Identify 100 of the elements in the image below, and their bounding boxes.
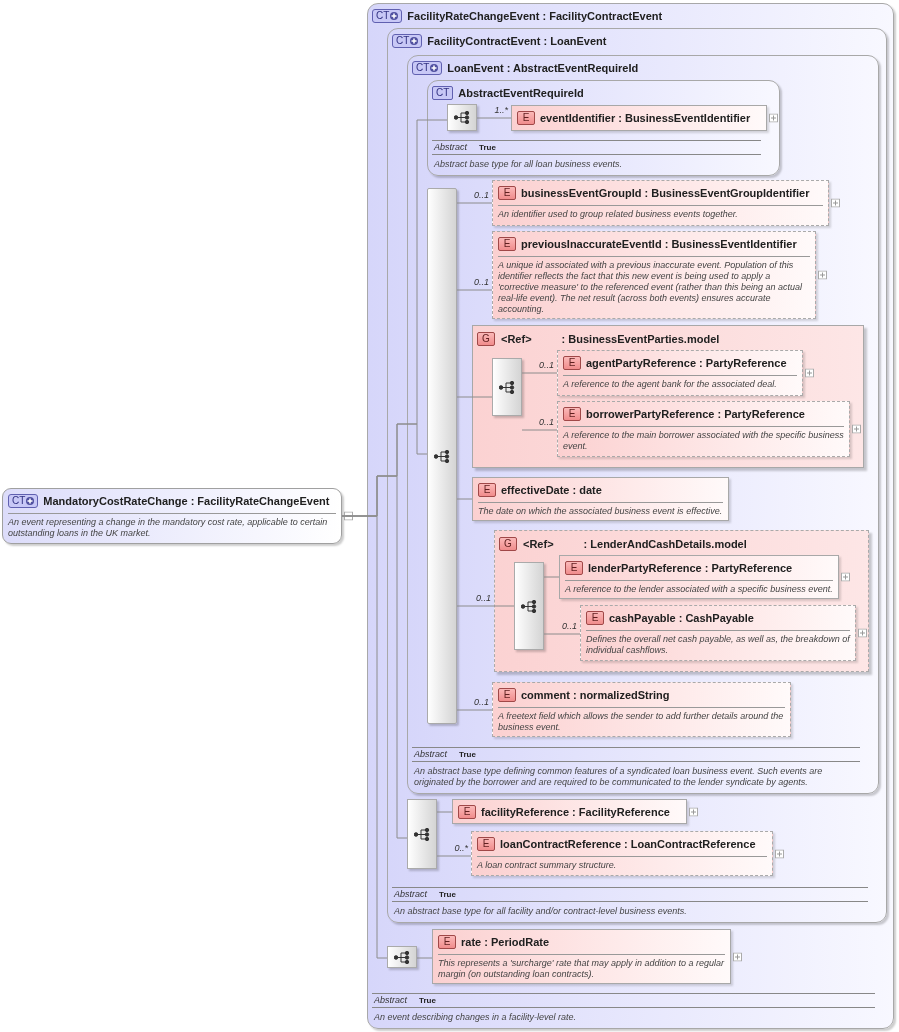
type-tag: G — [477, 332, 495, 346]
type-name: eventIdentifier : BusinessEventIdentifier — [540, 110, 751, 126]
type-name: businessEventGroupId : BusinessEventGroupIdentifier — [521, 185, 810, 201]
description-text: An abstract base type for all facility and/or contract-level business events. — [393, 905, 688, 917]
type-tag: E — [586, 611, 604, 625]
type-name: borrowerPartyReference : PartyReference — [586, 406, 805, 422]
connector-line — [436, 855, 472, 857]
type-tag: E — [498, 186, 516, 200]
multiplicity-label: 0..1 — [473, 277, 489, 287]
connector-line — [456, 709, 493, 711]
type-name: FacilityContractEvent : LoanEvent — [427, 33, 607, 49]
property-value: True — [479, 141, 496, 154]
description-text: A reference to the lender associated with a specific business event. — [565, 580, 833, 595]
multiplicity-label: 0..1 — [538, 417, 554, 427]
description-text: A freetext field which allows the sender to add further details around the business event. — [498, 707, 785, 733]
connector-line — [521, 372, 558, 374]
type-tag: E — [565, 561, 583, 575]
type-code: CT — [376, 11, 390, 21]
connector-line — [456, 202, 493, 204]
type-tag: G — [499, 537, 517, 551]
type-tag: E — [478, 483, 496, 497]
description-text: An abstract base type defining common features of a syndicated loan business event. Such events are originated by the borrower and are required to be communicated to the lender syndicate by agents. — [413, 765, 824, 788]
type-tag: E — [563, 356, 581, 370]
property-label: Abstract — [374, 993, 407, 1007]
description-text: Abstract base type for all loan business events. — [433, 158, 624, 170]
property-value: True — [459, 748, 476, 761]
connector-line — [341, 119, 448, 517]
description-text: An identifier used to group related business events together. — [498, 205, 823, 220]
connector-line — [471, 396, 493, 398]
type-code: CT — [396, 36, 410, 46]
sequence-box — [407, 799, 437, 869]
connector-line — [521, 429, 558, 431]
property-label: Abstract — [434, 140, 467, 154]
complex-type-container — [367, 3, 894, 1029]
connector-line — [476, 117, 512, 119]
description-text: A unique id associated with a previous inaccurate event. Population of this identifier reflects the fact that this new event is being used to apply a 'corrective measure' to the referenced event (rather than this being an actual real-life event). The net result (across both events) ensures accurate accounting. — [498, 256, 810, 315]
reference-label: <Ref> — [501, 331, 532, 347]
type-name: LoanEvent : AbstractEventRequireId — [447, 60, 639, 76]
complex-type-container — [387, 28, 887, 923]
sequence-box — [427, 188, 457, 724]
group-box — [472, 325, 864, 468]
type-name: previousInaccurateEventId : BusinessEventIdentifier — [521, 236, 797, 252]
type-name: : BusinessEventParties.model — [561, 331, 720, 347]
property-value: True — [439, 888, 456, 901]
multiplicity-label: 0..1 — [473, 697, 489, 707]
type-tag: E — [498, 237, 516, 251]
type-name: : LenderAndCashDetails.model — [583, 536, 747, 552]
type-code: CT — [12, 496, 26, 506]
multiplicity-label: 0..* — [453, 843, 468, 853]
connector-line — [456, 289, 493, 291]
multiplicity-label: 1..* — [493, 105, 508, 115]
description-text: This represents a 'surcharge' rate that may apply in addition to a regular margin (on outstanding loan contracts). — [438, 954, 725, 980]
description-text: Defines the overall net cash payable, as well as, the breakdown of individual cashflows. — [586, 630, 850, 656]
type-name: FacilityRateChangeEvent : FacilityContractEvent — [407, 8, 663, 24]
type-tag: E — [517, 111, 535, 125]
complex-type-container — [427, 80, 780, 176]
group-box — [494, 530, 869, 672]
connector-line — [456, 396, 473, 398]
connector-line — [543, 633, 581, 635]
connector-line — [493, 605, 515, 607]
type-name: AbstractEventRequireId — [458, 85, 584, 101]
type-tag: E — [477, 837, 495, 851]
description-text: A reference to the main borrower associated with the specific business event. — [563, 426, 844, 452]
type-tag: E — [563, 407, 581, 421]
type-name: cashPayable : CashPayable — [609, 610, 754, 626]
description-text: An event describing changes in a facility-level rate. — [373, 1011, 578, 1023]
element-box — [472, 477, 729, 521]
complex-type-container — [407, 55, 879, 794]
connector-line — [436, 811, 453, 813]
connector-line — [456, 605, 495, 607]
property-label: Abstract — [414, 747, 447, 761]
multiplicity-label: 0..1 — [475, 593, 491, 603]
type-tag: E — [438, 935, 456, 949]
multiplicity-label: 0..1 — [473, 190, 489, 200]
type-name: loanContractReference : LoanContractReference — [500, 836, 756, 852]
type-code: CT — [416, 63, 430, 73]
description-text: A loan contract summary structure. — [477, 856, 767, 871]
description-text: A reference to the agent bank for the associated deal. — [563, 375, 797, 390]
multiplicity-label: 0..1 — [561, 621, 577, 631]
reference-label: <Ref> — [523, 536, 554, 552]
type-name: effectiveDate : date — [501, 482, 602, 498]
type-tag: CT — [432, 86, 454, 100]
sequence-box — [447, 104, 477, 131]
element-box — [492, 682, 791, 737]
sequence-box — [514, 562, 544, 650]
multiplicity-label: 0..1 — [538, 360, 554, 370]
connector-line — [416, 957, 433, 959]
property-value: True — [419, 994, 436, 1007]
type-tag: E — [498, 688, 516, 702]
type-tag: E — [458, 805, 476, 819]
type-name: MandatoryCostRateChange : FacilityRateChangeEvent — [43, 493, 330, 509]
type-name: lenderPartyReference : PartyReference — [588, 560, 793, 576]
sequence-box — [387, 946, 417, 968]
connector-line — [456, 498, 473, 500]
description-text: An event representing a change in the mandatory cost rate, applicable to certain outstanding loans in the UK market. — [8, 513, 336, 539]
type-name: rate : PeriodRate — [461, 934, 550, 950]
type-name: comment : normalizedString — [521, 687, 670, 703]
sequence-box — [492, 358, 522, 416]
type-name: facilityReference : FacilityReference — [481, 804, 670, 820]
property-label: Abstract — [394, 887, 427, 901]
